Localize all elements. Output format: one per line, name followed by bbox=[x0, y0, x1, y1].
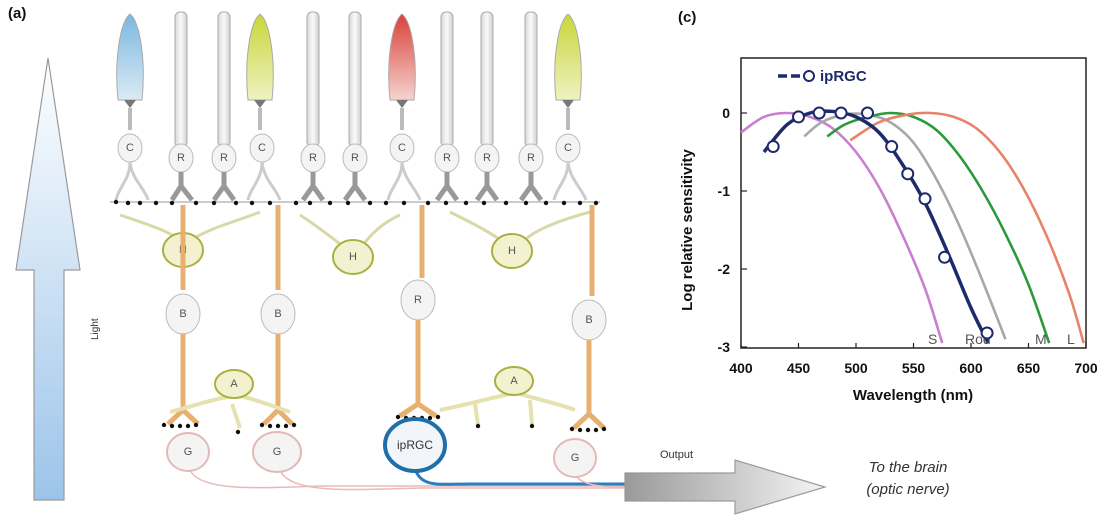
rod-letter: R bbox=[351, 152, 359, 164]
iprgc-data-point bbox=[861, 106, 874, 120]
horizontal-cells: H H H bbox=[119, 210, 591, 275]
curve-label-l: L bbox=[1067, 331, 1075, 347]
iprgc-data-point bbox=[834, 106, 848, 120]
ganglion-letter: G bbox=[273, 446, 282, 458]
cone-red: C bbox=[386, 13, 422, 201]
y-tick-label: -3 bbox=[718, 339, 731, 355]
bipolar-cell-3: B bbox=[571, 205, 607, 430]
amacrine-cells: A A bbox=[169, 366, 576, 429]
legend-label: ipRGC bbox=[820, 68, 867, 85]
rod-bipolar-cell: R bbox=[398, 205, 438, 419]
x-axis-ticks: 400 450 500 550 600 650 700 bbox=[729, 343, 1098, 376]
x-tick-label: 650 bbox=[1017, 360, 1041, 376]
bipolar-cell-2: B bbox=[260, 205, 296, 426]
cone-blue: C bbox=[114, 13, 150, 201]
x-axis-label: Wavelength (nm) bbox=[853, 387, 973, 404]
y-tick-label: 0 bbox=[722, 105, 730, 121]
rod-letter: R bbox=[309, 152, 317, 164]
rod-letter: R bbox=[527, 152, 535, 164]
ganglion-cell-3: G bbox=[553, 438, 597, 478]
cone-letter: C bbox=[126, 142, 134, 154]
y-axis-label: Log relative sensitivity bbox=[679, 148, 696, 310]
iprgc-data-point bbox=[980, 326, 994, 340]
horizontal-letter: H bbox=[508, 245, 516, 257]
brain-label-line2: (optic nerve) bbox=[866, 481, 949, 498]
series-line-s bbox=[740, 111, 944, 344]
cone-letter: C bbox=[258, 142, 266, 154]
rod-4: R bbox=[342, 11, 368, 202]
amacrine-letter: A bbox=[230, 378, 238, 390]
rod-letter: R bbox=[443, 152, 451, 164]
x-tick-label: 700 bbox=[1074, 360, 1098, 376]
y-tick-label: -2 bbox=[718, 261, 731, 277]
light-label: Light bbox=[90, 318, 101, 340]
bipolar-letter: B bbox=[274, 308, 281, 320]
rod-letter: R bbox=[220, 152, 228, 164]
curve-label-s: S bbox=[928, 331, 937, 347]
rod-1: R bbox=[168, 11, 194, 202]
iprgc-data-point bbox=[918, 192, 932, 206]
x-tick-label: 500 bbox=[844, 360, 868, 376]
x-tick-label: 400 bbox=[729, 360, 753, 376]
series-line-l bbox=[849, 111, 1085, 344]
panel-a-label: (a) bbox=[8, 5, 26, 22]
amacrine-letter: A bbox=[510, 375, 518, 387]
brain-label-line1: To the brain bbox=[869, 459, 948, 476]
rod-7: R bbox=[518, 11, 544, 202]
iprgc-label: ipRGC bbox=[397, 438, 433, 452]
iprgc-data-point bbox=[766, 140, 780, 154]
rod-5: R bbox=[434, 11, 460, 202]
rod-6: R bbox=[474, 11, 500, 202]
legend: ipRGC bbox=[778, 68, 867, 85]
x-tick-label: 550 bbox=[902, 360, 926, 376]
rod-2: R bbox=[211, 11, 237, 202]
ganglion-letter: G bbox=[184, 446, 193, 458]
iprgc-cell: ipRGC bbox=[383, 417, 447, 473]
cone-letter: C bbox=[564, 142, 572, 154]
panel-c-label: (c) bbox=[678, 9, 696, 26]
photoreceptor-layer: C C C C bbox=[114, 11, 588, 202]
plot-frame bbox=[740, 57, 1087, 349]
bipolar-letter: B bbox=[179, 308, 186, 320]
bipolar-cells: B B R B bbox=[165, 205, 607, 430]
rod-3: R bbox=[300, 11, 326, 202]
rod-bipolar-letter: R bbox=[414, 294, 422, 306]
iprgc-data-point bbox=[901, 167, 915, 181]
rod-letter: R bbox=[483, 152, 491, 164]
output-label: Output bbox=[660, 449, 693, 461]
rod-letter: R bbox=[177, 152, 185, 164]
curve-label-m: M bbox=[1035, 331, 1047, 347]
series-line-rod bbox=[803, 112, 1007, 340]
iprgc-data-point bbox=[885, 140, 899, 154]
cone-yellow-2: C bbox=[552, 13, 588, 201]
light-arrow: Light bbox=[15, 57, 101, 501]
ganglion-cells: G G ipRGC G bbox=[166, 417, 597, 478]
ganglion-cell-1: G bbox=[166, 432, 210, 472]
iprgc-data-point bbox=[938, 250, 952, 264]
cone-yellow-1: C bbox=[246, 13, 282, 201]
iprgc-points bbox=[766, 106, 994, 340]
ganglion-cell-2: G bbox=[252, 431, 302, 473]
outer-synapse-row bbox=[110, 199, 600, 206]
horizontal-letter: H bbox=[349, 251, 357, 263]
y-tick-label: -1 bbox=[718, 183, 731, 199]
output-arrow: Output To the brain (optic nerve) bbox=[624, 449, 950, 515]
y-axis-ticks: 0 -1 -2 -3 bbox=[718, 105, 747, 355]
iprgc-data-point bbox=[792, 110, 805, 124]
x-tick-label: 600 bbox=[959, 360, 983, 376]
ganglion-letter: G bbox=[571, 452, 580, 464]
inner-synapse-dots bbox=[161, 414, 607, 435]
x-tick-label: 450 bbox=[787, 360, 811, 376]
cone-letter: C bbox=[398, 142, 406, 154]
iprgc-data-point bbox=[812, 106, 826, 120]
bipolar-letter: B bbox=[585, 314, 592, 326]
